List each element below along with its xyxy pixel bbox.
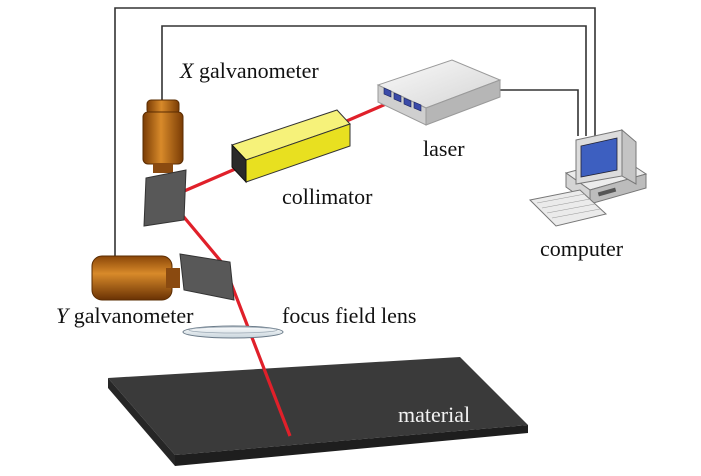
label-laser-text: laser (423, 136, 465, 161)
y-galvanometer (91, 253, 235, 301)
label-x-galvanometer: X galvanometer (180, 60, 319, 82)
computer (528, 128, 648, 227)
label-material: material (398, 404, 470, 426)
label-computer-text: computer (540, 236, 624, 261)
collimator (231, 109, 351, 184)
label-focus-lens-text: focus field lens (282, 303, 417, 328)
label-collimator-text: collimator (282, 184, 373, 209)
x-galvanometer (142, 99, 187, 227)
label-x-axis-letter: X (180, 58, 194, 83)
wire-laser (500, 89, 579, 136)
signal-wires (114, 7, 596, 258)
label-material-text: material (398, 402, 471, 427)
label-y-axis-letter: Y (56, 303, 69, 328)
wire-x-galvanometer (161, 25, 587, 136)
label-y-galvo-text: galvanometer (73, 303, 194, 328)
wire-y-galvanometer (114, 7, 596, 258)
label-y-galvanometer: Y galvanometer (56, 305, 193, 327)
label-collimator: collimator (282, 186, 372, 208)
focus-field-lens (182, 325, 284, 339)
label-focus-field-lens: focus field lens (282, 305, 416, 327)
label-laser: laser (423, 138, 465, 160)
label-x-galvo-text: galvanometer (198, 58, 319, 83)
material-slab (108, 357, 528, 466)
label-computer: computer (540, 238, 623, 260)
laser-device (376, 59, 502, 126)
